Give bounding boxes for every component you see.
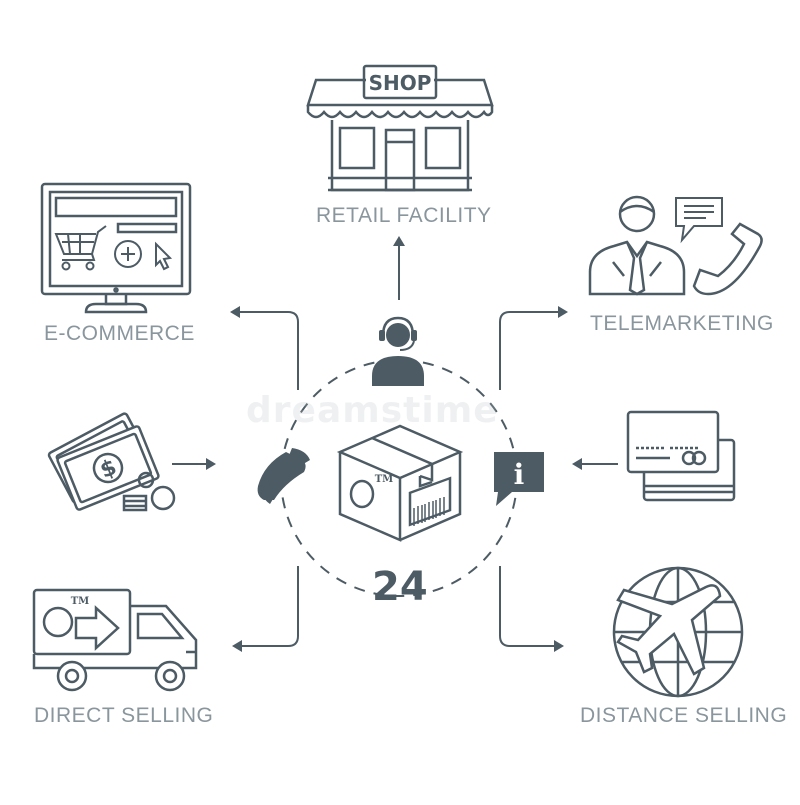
watermark: dreamstime (246, 390, 499, 431)
info-icon (494, 452, 544, 506)
connector-distance (499, 566, 556, 647)
label-telemarketing: TELEMARKETING (590, 312, 774, 335)
label-distance-selling: DISTANCE SELLING (580, 704, 788, 727)
connector-telemarketing (499, 311, 560, 390)
money-icon (47, 412, 176, 512)
arrowhead-ecommerce (230, 306, 240, 318)
arrowhead-telemarketing (558, 306, 568, 318)
computer-monitor-icon (40, 182, 192, 314)
credit-cards-icon (626, 410, 736, 502)
connector-direct (240, 566, 299, 647)
arrowhead-cards (572, 458, 582, 470)
arrowhead-money (206, 458, 216, 470)
arrowhead-distance (554, 640, 564, 652)
shop-sign-text: SHOP (369, 71, 432, 95)
barcode (413, 497, 445, 526)
telemarketer-icon (588, 195, 686, 296)
connectors (172, 236, 618, 652)
speech-bubble-icon (675, 197, 723, 244)
truck-tm-mark: TM (71, 596, 90, 607)
shop-sign-fill (366, 68, 434, 96)
label-e-commerce: E-COMMERCE (44, 322, 195, 345)
telemarketing-phone-icon (692, 222, 763, 296)
connector-ecommerce (238, 311, 299, 390)
delivery-truck-icon (32, 588, 198, 692)
info-glyph: i (514, 458, 525, 491)
center-phone-handset (261, 448, 310, 504)
add-button-icon (114, 240, 142, 268)
label-retail-facility: RETAIL FACILITY (316, 204, 492, 227)
label-direct-selling: DIRECT SELLING (34, 704, 214, 727)
arrowhead-retail (393, 236, 405, 246)
airplane-icon (616, 584, 722, 676)
call-center-operator-icon (372, 316, 424, 386)
arrowhead-direct (232, 640, 242, 652)
cursor-icon (155, 241, 173, 271)
center-number: 24 (372, 564, 428, 610)
box-tm-mark: TM (375, 474, 394, 485)
package-box-icon (336, 424, 464, 542)
shopping-cart-icon (54, 225, 107, 271)
